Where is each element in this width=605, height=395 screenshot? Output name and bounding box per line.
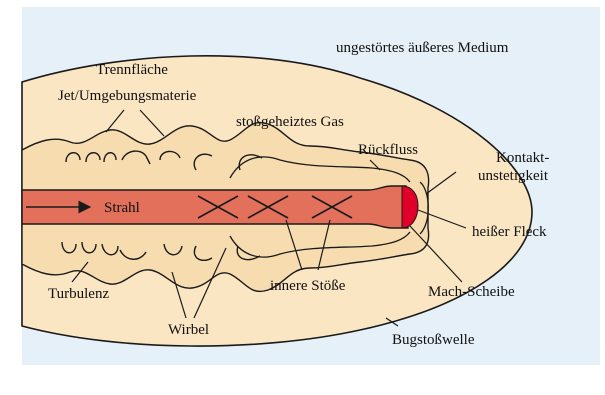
label-contact-line1: Kontakt- [496, 150, 549, 166]
label-mach-disk: Mach-Scheibe [428, 284, 515, 300]
label-medium: ungestörtes äußeres Medium [336, 40, 509, 56]
label-jet: Strahl [104, 200, 140, 216]
label-inner-shocks: innere Stöße [270, 278, 346, 294]
label-bow-shock: Bugstoßwelle [392, 332, 475, 348]
label-turbulence: Turbulenz [48, 286, 109, 302]
label-vortices: Wirbel [168, 322, 209, 338]
label-hot-spot: heißer Fleck [472, 224, 547, 240]
label-shocked-gas: stoßgeheiztes Gas [236, 114, 344, 130]
label-backflow: Rückfluss [358, 142, 418, 158]
label-interface-line1: Trennfläche [96, 62, 168, 78]
label-contact-line2: unstetigkeit [478, 168, 549, 184]
label-interface-line2: Jet/Umgebungsmaterie [58, 88, 197, 104]
